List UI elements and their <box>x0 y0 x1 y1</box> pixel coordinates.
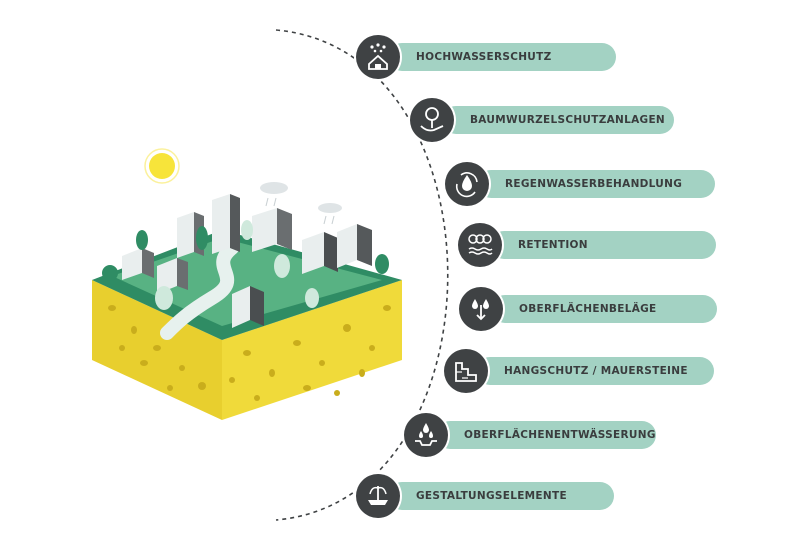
item-pill: REGENWASSERBEHANDLUNG <box>477 170 715 198</box>
item-label: HANGSCHUTZ / MAUERSTEINE <box>504 365 688 377</box>
clouds <box>260 182 342 213</box>
item-label: RETENTION <box>518 239 588 251</box>
item-label: OBERFLÄCHENBELÄGE <box>519 303 657 315</box>
item-badge <box>445 162 489 206</box>
item-pill: HANGSCHUTZ / MAUERSTEINE <box>476 357 714 385</box>
tree-hand-icon <box>420 107 444 132</box>
stairs-wall-icon <box>455 362 477 382</box>
rain <box>265 197 335 225</box>
item-badge <box>356 474 400 518</box>
fountain-icon <box>368 486 388 505</box>
item-badge <box>404 413 448 457</box>
item-pill: HOCHWASSERSCHUTZ <box>388 43 616 71</box>
item-badge <box>356 35 400 79</box>
item-badge <box>410 98 454 142</box>
sponge-right-side <box>222 280 402 420</box>
drainage-drops-icon <box>415 423 437 446</box>
item-badge <box>458 223 502 267</box>
item-label: BAUMWURZELSCHUTZANLAGEN <box>470 114 666 126</box>
water-cycle-icon <box>455 172 478 198</box>
buildings <box>122 194 372 328</box>
sponge-city-illustration <box>92 148 402 420</box>
item-badge <box>444 349 488 393</box>
flood-house-icon <box>368 43 388 70</box>
item-label: OBERFLÄCHENENTWÄSSERUNG <box>464 429 656 441</box>
retention-trees-icon <box>468 234 493 255</box>
item-badge <box>459 287 503 331</box>
item-label: GESTALTUNGSELEMENTE <box>416 490 567 502</box>
item-pill: BAUMWURZELSCHUTZANLAGEN <box>442 106 674 134</box>
item-pill: OBERFLÄCHENENTWÄSSERUNG <box>436 421 656 449</box>
item-pill: RETENTION <box>490 231 716 259</box>
sponge-pores <box>108 305 391 401</box>
surface-drops-icon <box>472 299 489 321</box>
item-pill: GESTALTUNGSELEMENTE <box>388 482 614 510</box>
trees <box>102 220 389 310</box>
item-label: REGENWASSERBEHANDLUNG <box>505 178 683 190</box>
item-label: HOCHWASSERSCHUTZ <box>416 51 552 63</box>
item-pill: OBERFLÄCHENBELÄGE <box>491 295 717 323</box>
sun-icon <box>144 148 180 184</box>
